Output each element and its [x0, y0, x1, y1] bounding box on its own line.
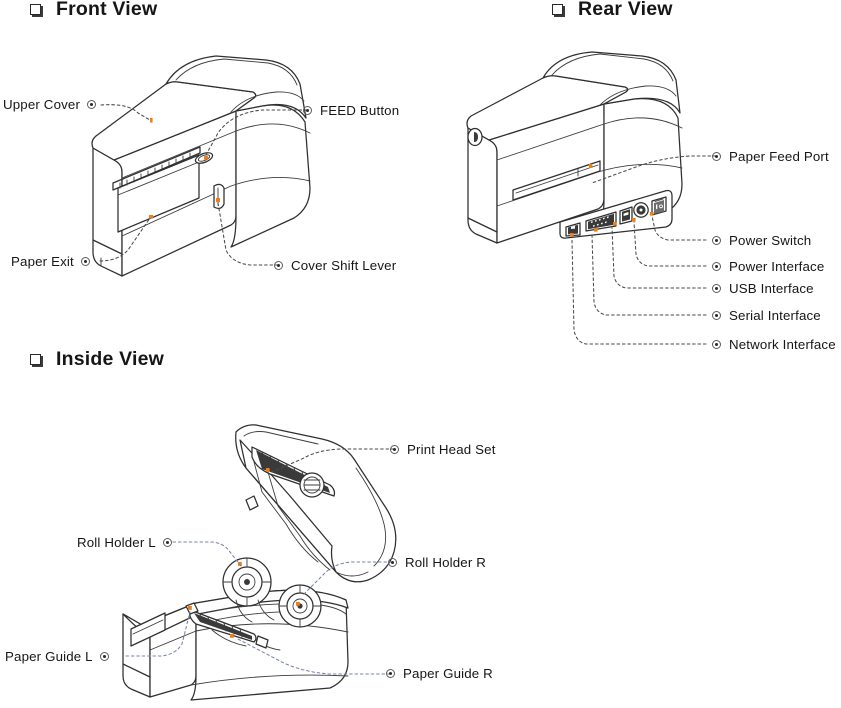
callout-feed-button: FEED Button — [303, 104, 399, 117]
checkbox-square-icon — [30, 4, 43, 17]
callout-label: Roll Holder R — [405, 555, 487, 570]
callout-paper-feed-port: Paper Feed Port — [712, 150, 829, 163]
callout-marker-icon — [388, 558, 397, 568]
callout-marker-icon — [712, 262, 721, 272]
front-view-printer-illustration — [91, 55, 311, 277]
callout-label: Power Switch — [729, 233, 812, 248]
callout-label: Cover Shift Lever — [291, 258, 397, 273]
callout-label: Paper Guide L — [5, 649, 93, 664]
leader-power-interface — [633, 221, 707, 267]
rear-view-printer-illustration — [466, 51, 717, 345]
callout-upper-cover: Upper Cover — [3, 97, 97, 112]
callout-serial-interface: Serial Interface — [712, 309, 821, 322]
callout-cover-shift-lever: Cover Shift Lever — [274, 259, 396, 272]
leader-power-switch — [651, 215, 707, 241]
callout-label: Print Head Set — [407, 442, 496, 457]
callout-label: Roll Holder L — [77, 535, 156, 550]
callout-marker-icon — [80, 257, 90, 267]
leader-usb-interface — [611, 227, 707, 289]
callout-label: USB Interface — [729, 281, 814, 296]
leader-cover-lever — [217, 202, 279, 266]
section-heading-inside-view: Inside View — [30, 348, 164, 371]
callout-marker-icon — [712, 284, 721, 294]
callout-marker-icon — [87, 100, 97, 110]
callout-label: Paper Feed Port — [729, 149, 829, 164]
section-heading-label: Rear View — [578, 0, 673, 20]
callout-label: Serial Interface — [729, 308, 821, 323]
callout-network-interface: Network Interface — [712, 338, 836, 351]
callout-marker-icon — [712, 311, 721, 321]
leader-paper-exit — [99, 217, 151, 262]
inside-view-printer-illustration — [122, 424, 397, 701]
callout-label: FEED Button — [320, 103, 400, 118]
callout-label: Network Interface — [729, 337, 836, 352]
callout-usb-interface: USB Interface — [712, 282, 814, 295]
callout-marker-icon — [390, 445, 399, 455]
callout-marker-icon — [712, 236, 721, 246]
callout-roll-holder-r: Roll Holder R — [388, 556, 486, 569]
callout-paper-exit: Paper Exit — [11, 255, 90, 268]
section-heading-rear-view: Rear View — [552, 0, 673, 21]
callout-roll-holder-l: Roll Holder L — [77, 536, 172, 549]
callout-marker-icon — [99, 652, 109, 662]
checkbox-square-icon — [552, 4, 565, 17]
callout-marker-icon — [303, 106, 312, 116]
section-heading-label: Inside View — [56, 348, 165, 370]
callout-label: Power Interface — [729, 259, 825, 274]
callout-label: Paper Exit — [11, 254, 74, 269]
leader-paper-guide-r — [235, 637, 391, 675]
callout-marker-icon — [386, 669, 395, 679]
leader-print-head-set — [271, 448, 395, 473]
callout-power-interface: Power Interface — [712, 260, 824, 273]
leader-roll-holder-l — [172, 541, 242, 567]
callout-marker-icon — [712, 152, 721, 162]
leader-paper-feed-port — [591, 155, 717, 184]
callout-marker-icon — [274, 261, 283, 271]
checkbox-square-icon — [30, 354, 43, 367]
callout-paper-guide-l: Paper Guide L — [5, 650, 109, 663]
section-heading-front-view: Front View — [30, 0, 157, 21]
leader-upper-cover — [100, 104, 151, 121]
leader-serial-interface — [591, 234, 707, 316]
callout-power-switch: Power Switch — [712, 234, 811, 247]
callout-label: Paper Guide R — [403, 666, 493, 681]
leader-network-interface — [571, 239, 707, 345]
section-heading-label: Front View — [56, 0, 158, 20]
leader-paper-guide-l — [125, 611, 191, 657]
callout-print-head-set: Print Head Set — [390, 443, 496, 456]
callout-marker-icon — [162, 538, 172, 548]
leader-roll-holder-r — [301, 561, 393, 597]
callout-label: Upper Cover — [3, 97, 81, 112]
leader-feed-button — [205, 109, 308, 156]
callout-marker-icon — [712, 340, 721, 350]
callout-paper-guide-r: Paper Guide R — [386, 667, 493, 680]
